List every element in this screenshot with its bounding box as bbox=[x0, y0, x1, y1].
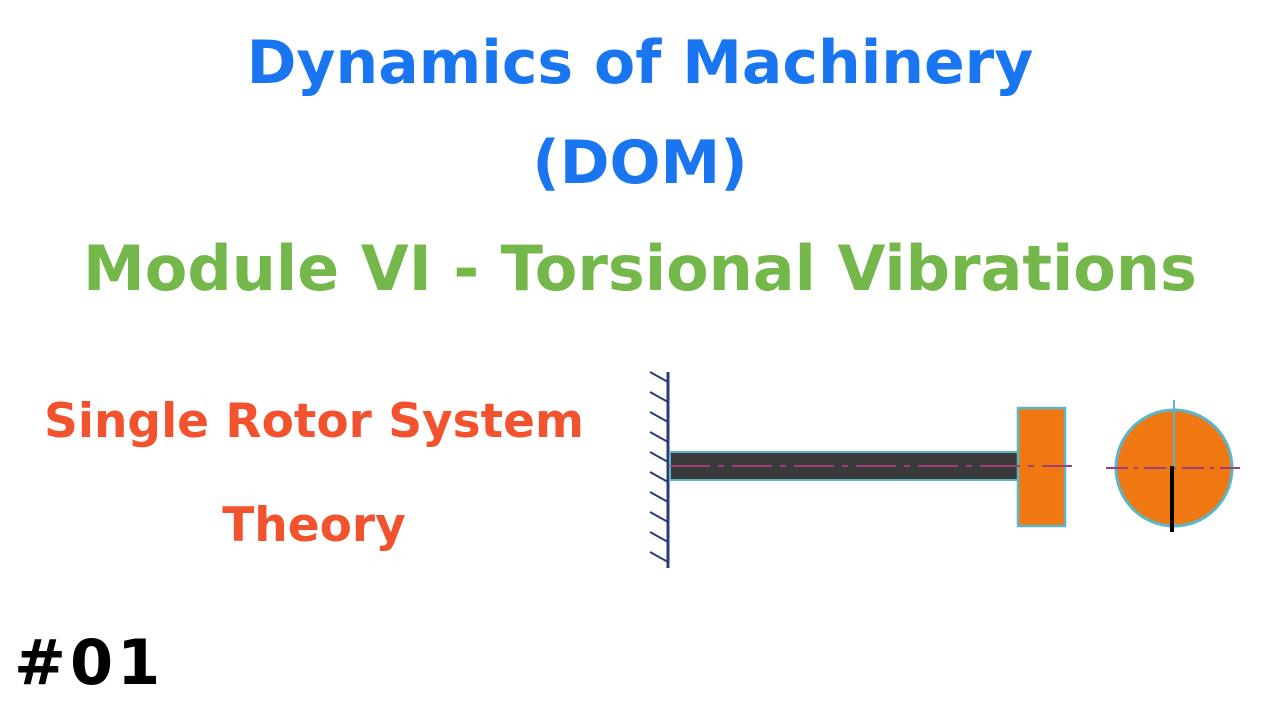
fixed-wall bbox=[649, 371, 670, 568]
episode-number: #01 bbox=[14, 626, 165, 699]
module-title: Module VI - Torsional Vibrations bbox=[83, 232, 1197, 305]
topic-subtitle: Theory bbox=[222, 498, 406, 553]
course-title: Dynamics of Machinery bbox=[246, 28, 1034, 98]
single-rotor-diagram bbox=[649, 371, 1240, 568]
course-abbreviation: (DOM) bbox=[532, 128, 748, 198]
topic-title: Single Rotor System bbox=[44, 394, 584, 449]
